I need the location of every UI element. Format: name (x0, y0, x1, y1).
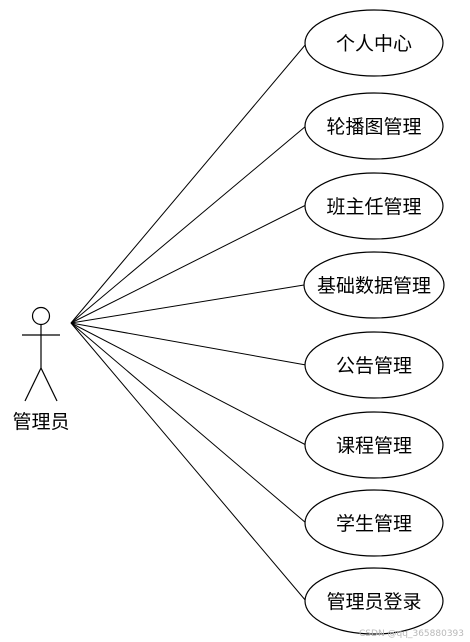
use-case-1: 个人中心 (304, 9, 444, 77)
association-line-7 (70, 322, 307, 524)
use-case-ellipse (304, 172, 444, 240)
actor-left-leg (24, 367, 42, 402)
use-case-ellipse (304, 9, 444, 77)
use-case-6: 课程管理 (304, 411, 444, 479)
watermark-text: CSDN @qq_365880393 (359, 629, 464, 639)
use-case-label: 轮播图管理 (326, 116, 421, 138)
use-case-5: 公告管理 (304, 331, 444, 399)
use-case-ellipse (304, 92, 444, 160)
association-lines (70, 43, 307, 602)
use-case-4: 基础数据管理 (303, 251, 445, 319)
use-case-2: 轮播图管理 (304, 92, 444, 160)
use-case-ellipse (304, 411, 444, 479)
use-case-label: 公告管理 (336, 355, 412, 377)
association-line-4 (70, 284, 305, 324)
use-case-label: 学生管理 (336, 513, 412, 535)
association-line-8 (70, 322, 307, 602)
use-case-label: 班主任管理 (326, 196, 421, 218)
association-line-2 (70, 125, 307, 324)
use-case-ellipse (304, 489, 444, 557)
use-case-ellipse (304, 331, 444, 399)
use-case-8: 管理员登录 (304, 567, 444, 635)
use-case-ellipse (304, 567, 444, 635)
actor-figure (22, 306, 60, 402)
use-case-ellipse (303, 251, 445, 319)
use-case-label: 个人中心 (336, 33, 412, 55)
association-line-1 (70, 43, 307, 324)
use-case-label: 管理员登录 (326, 591, 421, 613)
actor-label: 管理员 (12, 411, 69, 433)
use-case-label: 基础数据管理 (317, 275, 431, 297)
actor-head (31, 306, 51, 326)
use-case-7: 学生管理 (304, 489, 444, 557)
use-case-3: 班主任管理 (304, 172, 444, 240)
use-case-label: 课程管理 (336, 435, 412, 457)
association-line-3 (70, 204, 307, 324)
association-line-5 (70, 322, 307, 366)
actor-right-leg (40, 367, 58, 402)
association-line-6 (70, 322, 307, 446)
